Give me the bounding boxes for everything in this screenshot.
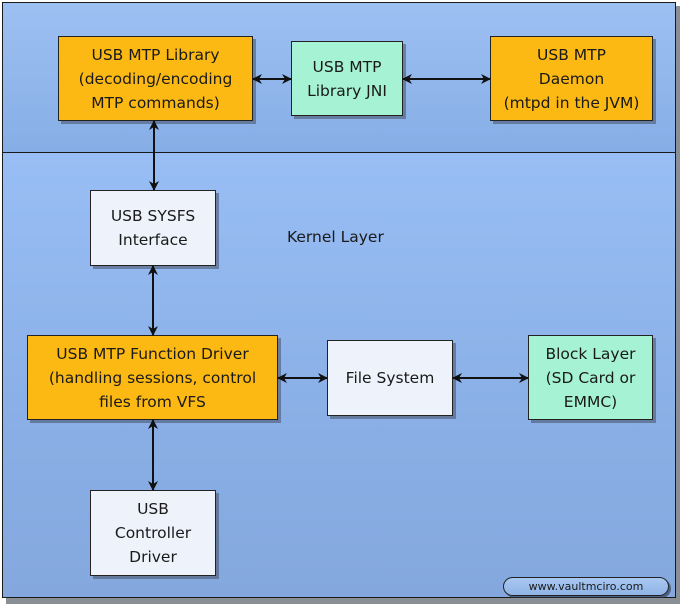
- box-text-line: EMMC): [563, 392, 618, 411]
- usb-mtp-library-jni-box: USB MTP Library JNI: [291, 41, 403, 116]
- file-system-box: File System: [327, 340, 453, 416]
- usb-mtp-function-driver-box: USB MTP Function Driver (handling session…: [27, 335, 278, 420]
- usb-mtp-daemon-box: USB MTP Daemon (mtpd in the JVM): [490, 36, 653, 121]
- box-text-line: Interface: [118, 231, 188, 249]
- box-text-line: File System: [345, 369, 435, 387]
- box-text-line: (handling sessions, control: [48, 368, 257, 387]
- box-text-line: USB MTP Function Driver: [56, 344, 249, 363]
- box-text-line: Library JNI: [307, 81, 387, 100]
- block-layer-box: Block Layer (SD Card or EMMC): [528, 335, 653, 420]
- box-text-line: USB SYSFS: [110, 207, 196, 225]
- box-text-line: (mtpd in the JVM): [503, 93, 640, 112]
- box-text-line: Block Layer: [545, 344, 636, 363]
- box-text-line: USB: [137, 500, 169, 518]
- box-text-line: Daemon: [538, 69, 605, 88]
- watermark-url: www.vaultmciro.com: [503, 577, 669, 596]
- box-text-line: (decoding/encoding: [78, 69, 233, 88]
- usb-sysfs-interface-box: USB SYSFS Interface: [90, 190, 216, 266]
- box-text-line: Driver: [129, 548, 177, 566]
- kernel-layer-label: Kernel Layer: [287, 228, 384, 246]
- box-text-line: (SD Card or: [545, 368, 636, 387]
- box-text-line: Controller: [114, 524, 192, 542]
- box-text-line: files from VFS: [99, 392, 206, 411]
- box-text-line: USB MTP: [312, 57, 382, 76]
- box-text-line: USB MTP: [537, 45, 606, 64]
- box-text-line: USB MTP Library: [91, 45, 220, 64]
- box-text-line: MTP commands): [91, 93, 220, 112]
